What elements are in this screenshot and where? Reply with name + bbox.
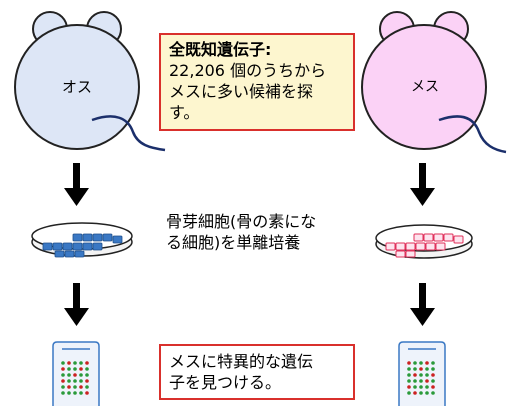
- osteoblast-culture-text: 骨芽細胞(骨の素にな る細胞)を単離培養: [166, 211, 371, 253]
- male-microarray-spots: [61, 361, 89, 395]
- female-cells: [385, 233, 464, 258]
- gene-screen-title-line: 全既知遺伝子:: [169, 39, 345, 60]
- male-label: オス: [62, 78, 93, 96]
- female-label: メス: [411, 79, 439, 95]
- male-body: [14, 24, 140, 150]
- arrow-left-1: [64, 163, 89, 206]
- gene-screen-line-2: メスに多い候補を探: [169, 82, 314, 101]
- female-gene-line-1: メスに特異的な遺伝: [169, 352, 314, 371]
- female-gene-line-2: 子を見つける。: [169, 373, 282, 392]
- male-petri-dish: [31, 222, 133, 258]
- osteoblast-culture-line-2: る細胞)を単離培養: [166, 233, 301, 252]
- gene-screen-title: 全既知遺伝子: [169, 40, 266, 59]
- female-mouse: [361, 11, 507, 154]
- female-microarray-chip: [398, 341, 446, 406]
- gene-screen-colon: :: [265, 40, 272, 59]
- female-petri-dish: [375, 224, 473, 259]
- osteoblast-culture-line-1: 骨芽細胞(骨の素にな: [166, 212, 317, 231]
- gene-screen-box: 全既知遺伝子: 22,206 個のうちから メスに多い候補を探 す。: [159, 33, 355, 131]
- female-body: [361, 24, 487, 150]
- female-gene-box: メスに特異的な遺伝 子を見つける。: [159, 344, 355, 400]
- male-microarray-chip: [52, 341, 100, 406]
- gene-screen-line-3: す。: [169, 103, 200, 122]
- male-mouse: [14, 11, 166, 152]
- gene-screen-line-1: 22,206 個のうちから: [169, 61, 327, 80]
- arrow-right-2: [410, 283, 435, 326]
- female-microarray-spots: [407, 361, 435, 395]
- female-tail: [438, 115, 507, 154]
- arrow-left-2: [64, 283, 89, 326]
- arrow-right-1: [410, 163, 435, 206]
- male-tail: [91, 115, 166, 152]
- male-cells: [42, 233, 123, 258]
